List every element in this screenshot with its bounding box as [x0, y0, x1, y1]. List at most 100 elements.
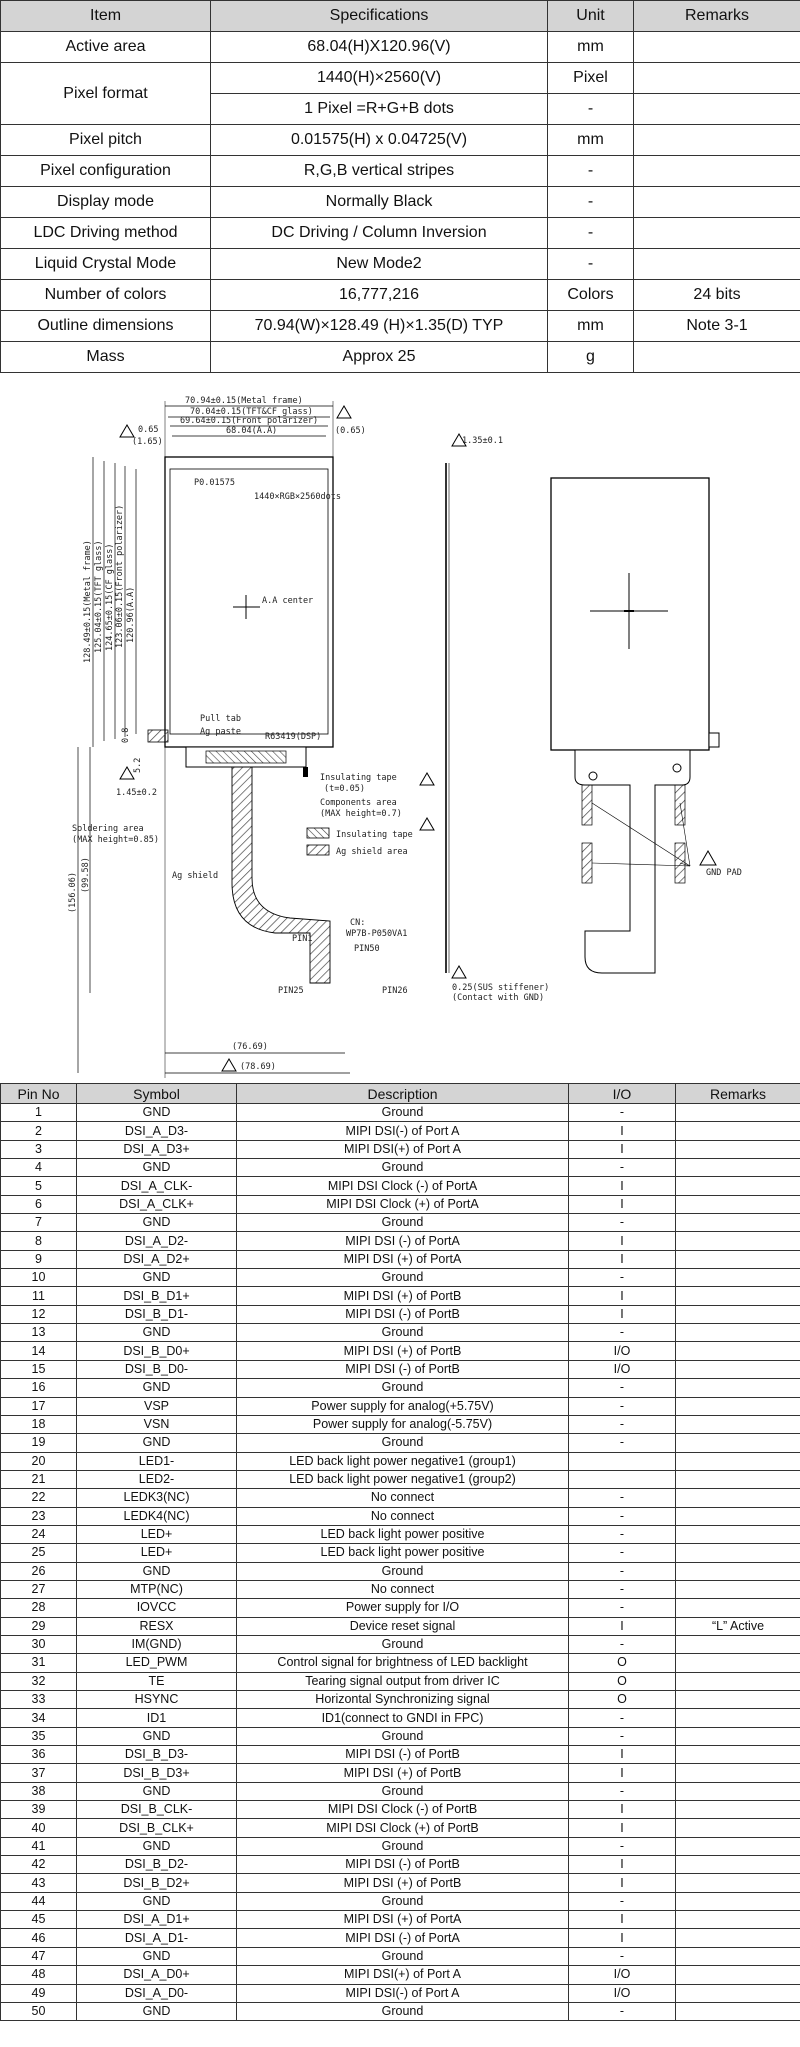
- pin-number: 38: [0, 1781, 77, 1802]
- pin-symbol: DSI_B_D3-: [76, 1745, 237, 1765]
- spec-unit: Colors: [547, 279, 634, 311]
- label-soldering: Soldering area: [72, 824, 144, 834]
- pin-symbol: DSI_B_D0-: [76, 1359, 237, 1380]
- pin-number: 24: [0, 1524, 77, 1545]
- pin-description: Ground: [236, 1213, 569, 1233]
- pin-number: 31: [0, 1653, 77, 1673]
- pin-remarks: [675, 1102, 800, 1123]
- pin-remarks: [675, 1818, 800, 1838]
- spec-value: Normally Black: [210, 186, 548, 218]
- pin-io: -: [568, 1414, 676, 1435]
- pin-io: -: [568, 1891, 676, 1912]
- pin-io: -: [568, 1158, 676, 1178]
- label-065-left: 0.65: [138, 425, 158, 435]
- pin-description: MIPI DSI (+) of PortB: [236, 1286, 569, 1306]
- pin-number: 37: [0, 1763, 77, 1783]
- label-pin1: PIN1: [292, 934, 312, 944]
- pin-io: [568, 1469, 676, 1490]
- pin-number: 3: [0, 1139, 77, 1160]
- pin-io: -: [568, 1781, 676, 1802]
- pin-number: 34: [0, 1708, 77, 1728]
- pin-number: 40: [0, 1818, 77, 1838]
- label-pin50: PIN50: [354, 944, 380, 954]
- pin-symbol: ID1: [76, 1708, 237, 1728]
- pin-number: 8: [0, 1231, 77, 1251]
- pin-number: 35: [0, 1726, 77, 1747]
- spec-unit: mm: [547, 31, 634, 63]
- pin-remarks: [675, 1121, 800, 1141]
- pin-symbol: VSN: [76, 1414, 237, 1435]
- pin-description: MIPI DSI Clock (+) of PortB: [236, 1818, 569, 1838]
- pin-io: O: [568, 1689, 676, 1710]
- pin-description: Ground: [236, 1378, 569, 1398]
- pin-number: 30: [0, 1634, 77, 1655]
- pin-symbol: DSI_A_D1-: [76, 1928, 237, 1948]
- spec-header-unit: Unit: [547, 0, 634, 32]
- pin-description: MIPI DSI(+) of Port A: [236, 1965, 569, 1985]
- pin-description: Device reset signal: [236, 1616, 569, 1636]
- pin-io: I/O: [568, 1341, 676, 1361]
- label-ag-shield: Ag shield: [172, 871, 218, 881]
- pin-description: MIPI DSI (-) of PortB: [236, 1855, 569, 1875]
- pin-io: I: [568, 1176, 676, 1196]
- pin-remarks: [675, 1194, 800, 1215]
- spec-remarks: [633, 155, 800, 187]
- pin-symbol: MTP(NC): [76, 1579, 237, 1600]
- label-ag-paste: Ag paste: [200, 727, 241, 737]
- pin-io: -: [568, 1634, 676, 1655]
- front-view: [77, 401, 350, 1078]
- pin-description: MIPI DSI Clock (+) of PortA: [236, 1194, 569, 1215]
- pin-description: MIPI DSI(+) of Port A: [236, 1139, 569, 1160]
- pin-io: O: [568, 1653, 676, 1673]
- pin-description: Ground: [236, 1891, 569, 1912]
- pin-number: 18: [0, 1414, 77, 1435]
- pin-description: Ground: [236, 1836, 569, 1857]
- pin-remarks: [675, 1231, 800, 1251]
- spec-remarks: [633, 217, 800, 249]
- pin-description: MIPI DSI (+) of PortB: [236, 1341, 569, 1361]
- label-soldering-h: (MAX height=0.85): [72, 835, 159, 845]
- pin-description: LED back light power negative1 (group1): [236, 1451, 569, 1471]
- pin-symbol: LED1-: [76, 1451, 237, 1471]
- pin-description: Ground: [236, 1268, 569, 1288]
- pin-remarks: [675, 1855, 800, 1875]
- pin-io: -: [568, 1946, 676, 1967]
- spec-item: Number of colors: [0, 279, 211, 311]
- pin-symbol: DSI_A_CLK+: [76, 1194, 237, 1215]
- pin-symbol: GND: [76, 1102, 237, 1123]
- pin-symbol: DSI_A_D1+: [76, 1910, 237, 1930]
- pin-symbol: TE: [76, 1671, 237, 1692]
- pin-io: I: [568, 1139, 676, 1160]
- pin-description: LED back light power positive: [236, 1543, 569, 1563]
- spec-unit: -: [547, 186, 634, 218]
- pin-io: I: [568, 1818, 676, 1838]
- pin-description: No connect: [236, 1579, 569, 1600]
- pin-io: I: [568, 1249, 676, 1270]
- pin-number: 13: [0, 1323, 77, 1343]
- spec-remarks: Note 3-1: [633, 310, 800, 342]
- label-v-9958: (99.58): [81, 857, 91, 893]
- pin-description: MIPI DSI (+) of PortA: [236, 1910, 569, 1930]
- pin-remarks: [675, 1598, 800, 1618]
- pin-remarks: [675, 1836, 800, 1857]
- side-view: [445, 463, 450, 973]
- pin-description: Ground: [236, 1433, 569, 1453]
- pin-number: 44: [0, 1891, 77, 1912]
- pin-number: 29: [0, 1616, 77, 1636]
- pin-remarks: [675, 1341, 800, 1361]
- pin-number: 9: [0, 1249, 77, 1270]
- pin-description: Control signal for brightness of LED bac…: [236, 1653, 569, 1673]
